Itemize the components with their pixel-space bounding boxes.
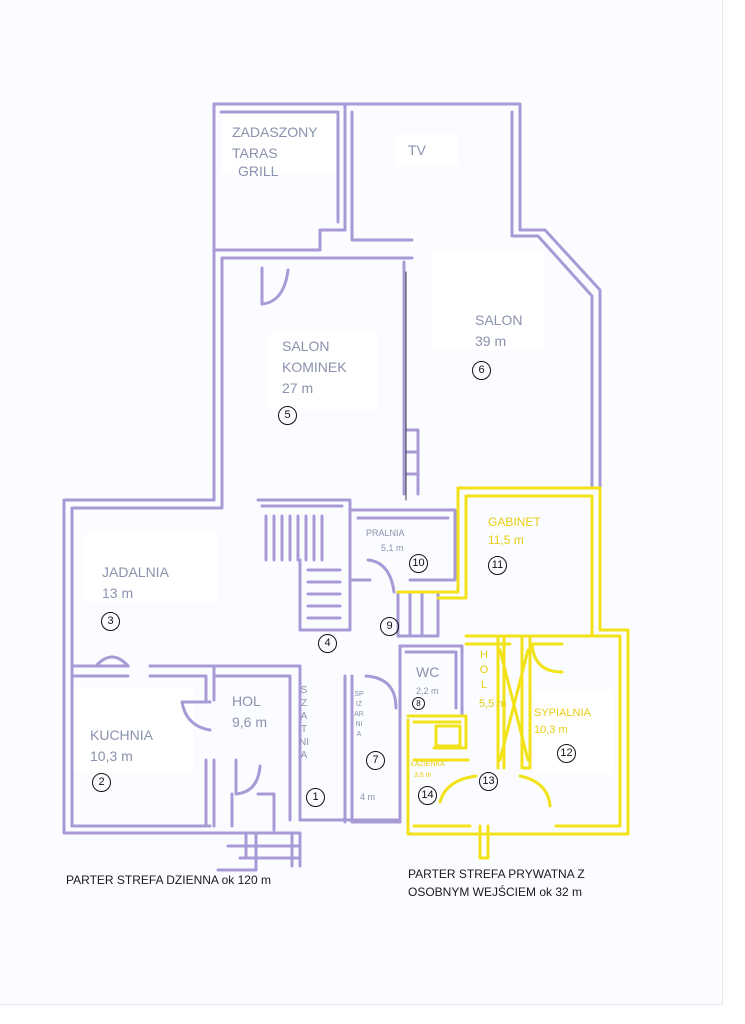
- label-patch: [432, 250, 544, 350]
- terrace-label: ZADASZONY: [232, 124, 318, 140]
- room-number: 13: [479, 772, 498, 791]
- salon-label: SALON: [475, 312, 523, 328]
- terrace-label: TARAS: [232, 145, 278, 161]
- private-zone-caption: OSOBNYM WEJŚCIEM ok 32 m: [408, 885, 583, 899]
- label-patch: [396, 134, 458, 166]
- laundry-area: 5,1 m: [381, 543, 404, 553]
- bedroom-label: SYPIALNIA: [534, 707, 591, 719]
- dining-area: 13 m: [102, 585, 134, 601]
- room-number: 3: [101, 612, 120, 631]
- pantry-label: SPIŻARNIA: [354, 691, 364, 738]
- office-label: GABINET: [488, 515, 541, 529]
- kitchen-area: 10,3 m: [90, 748, 133, 764]
- label-patch: [222, 110, 336, 174]
- private-hall-label: HOL: [479, 649, 489, 691]
- paper-sheet: [0, 0, 723, 1005]
- salon-area: 39 m: [475, 333, 507, 349]
- hall-label: HOL: [232, 693, 261, 709]
- salon-fireplace-label: KOMINEK: [282, 359, 347, 375]
- room-number: 1: [306, 788, 325, 807]
- room-number: 10: [409, 554, 428, 573]
- bedroom-area: 10,3 m: [534, 724, 568, 736]
- room-number: 8: [412, 697, 425, 710]
- private-zone-caption: PARTER STREFA PRYWATNA Z: [408, 867, 585, 881]
- dining-label: JADALNIA: [102, 564, 169, 580]
- bathroom-label: ŁAZIENKA: [411, 761, 445, 768]
- room-number: 11: [488, 556, 507, 575]
- hall-area: 9,6 m: [232, 714, 268, 730]
- salon-fireplace-label: SALON: [282, 338, 330, 354]
- tv-label: TV: [408, 142, 426, 158]
- wc-label: WC: [416, 664, 440, 680]
- private-zone-walls: [396, 486, 630, 860]
- salon-fireplace-area: 27 m: [282, 380, 314, 396]
- wardrobe-label: SZATNIA: [299, 685, 309, 761]
- office-area: 11,5 m: [488, 533, 524, 547]
- label-patch: [534, 690, 614, 774]
- label-patch: [84, 532, 218, 602]
- private-hall-area: 5,5 m: [479, 698, 507, 710]
- terrace-label: GRILL: [238, 163, 279, 179]
- day-zone-caption: PARTER STREFA DZIENNA ok 120 m: [66, 873, 271, 887]
- bathroom-area: 3,6 m: [414, 772, 432, 779]
- laundry-label: PRALNIA: [366, 528, 405, 538]
- pantry-area: 4 m: [360, 792, 376, 802]
- room-number: 14: [418, 786, 437, 805]
- room-number: 4: [318, 634, 337, 653]
- label-patch: [72, 688, 194, 772]
- day-zone-walls: [62, 102, 602, 872]
- room-number: 5: [278, 406, 297, 425]
- label-patch: [268, 332, 378, 410]
- room-number: 9: [380, 617, 399, 636]
- room-number: 12: [557, 744, 576, 763]
- kitchen-label: KUCHNIA: [90, 727, 154, 743]
- room-number: 2: [92, 773, 111, 792]
- wc-area: 2,2 m: [416, 686, 439, 696]
- room-number: 6: [472, 361, 491, 380]
- room-number: 7: [366, 751, 385, 770]
